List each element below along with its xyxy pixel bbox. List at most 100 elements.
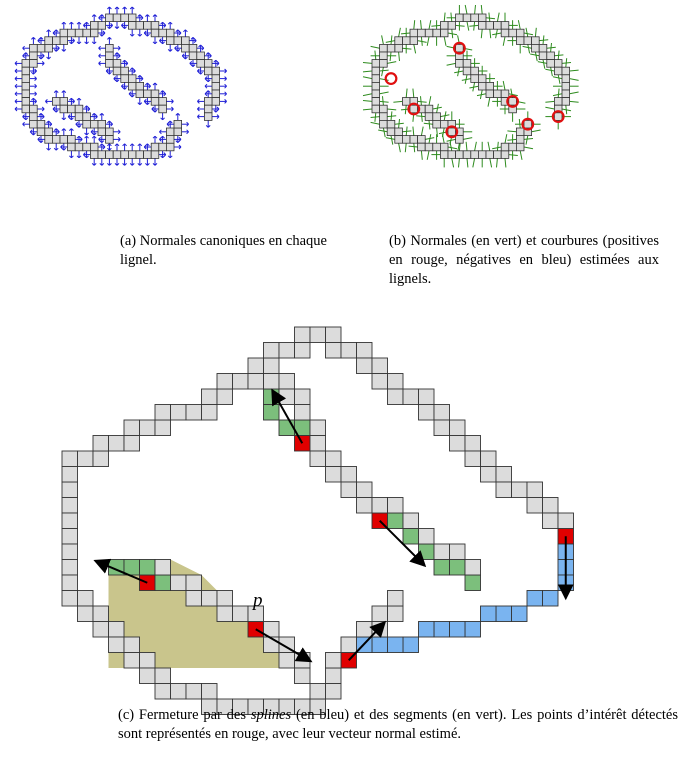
estimated-normal-vector [474,4,476,15]
normal-arrowhead [160,155,165,159]
spline-closure-cell [449,621,466,638]
estimated-normal-vector [466,21,470,31]
estimated-normal-vector [519,150,523,160]
pixel-cell [464,559,481,576]
normal-arrowhead [145,163,150,166]
estimated-normal-vector [436,103,439,113]
estimated-normal-vector [474,141,477,151]
pixel-cell [500,142,510,152]
normal-arrowhead [22,45,25,51]
pixel-cell [455,135,464,144]
normal-arrowhead [205,90,211,93]
normal-arrowhead [114,52,120,55]
estimated-normal-vector [525,135,529,145]
pixel-cell [29,112,38,121]
normal-arrowhead [205,52,211,55]
pixel-cell [173,127,182,136]
pixel-cell [203,104,213,114]
normal-arrowhead [76,155,82,159]
normal-arrowhead [178,144,182,150]
positive-curvature-marker [384,72,398,86]
normal-arrowhead [23,52,29,55]
pixel-cell [203,66,213,76]
normal-arrowhead [102,30,106,36]
pixel-cell [108,435,125,452]
normal-arrowhead [137,33,143,37]
estimated-normal-vector [381,67,384,77]
pixel-cell [554,66,563,76]
normal-arrowhead [31,97,36,101]
caption-b: (b) Normales (en vert) et courbures (pos… [389,233,659,287]
estimated-normal-vector [443,111,447,121]
estimated-normal-vector [508,93,518,97]
pixel-cell [495,466,512,483]
pixel-cell [181,44,190,53]
normal-arrowhead [29,129,33,135]
pixel-cell [325,683,342,700]
pixel-cell [92,605,109,622]
estimated-normal-vector [496,158,498,168]
pixel-cell [449,419,466,436]
pixel-cell [387,497,404,514]
pixel-cell [247,605,264,622]
pixel-cell [516,36,525,45]
estimated-normal-vector [378,129,388,133]
normal-arrowhead [186,129,189,135]
normal-arrowhead [137,163,143,166]
normal-arrowhead [121,23,124,28]
estimated-normal-vector [412,88,415,98]
pixel-cell [340,342,357,359]
spline-closure-cell [542,590,559,607]
segment-closure-cell [418,543,435,560]
pixel-cell [127,82,137,91]
normal-arrowhead [84,132,89,136]
pixel-cell [356,357,373,374]
pixel-cell [409,28,418,38]
normal-arrowhead [113,76,117,81]
estimated-normal-vector [542,35,545,45]
pixel-cell [120,74,129,83]
normal-arrowhead [205,125,211,128]
pixel-cell [439,21,449,30]
pixel-cell [74,142,84,152]
normal-arrowhead [46,120,51,124]
caption-a: (a) Normales canoniques en chaque lignel… [120,233,327,268]
pixel-cell [379,112,388,121]
segment-closure-cell [154,574,171,591]
pixel-cell [112,66,122,76]
segment-closure-cell [433,559,450,576]
normal-arrowhead [198,44,203,48]
spline-closure-cell [433,621,450,638]
normal-arrowhead [129,163,135,166]
pixel-cell [185,574,202,591]
estimated-normal-vector [542,59,546,69]
pixel-cell [418,528,435,545]
pixel-cell [561,66,570,76]
estimated-normal-vector [492,32,502,36]
pixel-cell [170,683,187,700]
pixel-cell [371,97,380,106]
normal-arrowhead [128,91,132,97]
estimated-normal-vector [381,35,384,45]
normal-arrowhead [167,155,173,159]
normal-arrowhead [224,83,227,89]
normal-arrowhead [45,99,48,104]
pixel-cell [90,28,99,38]
normal-arrowhead [67,114,71,119]
pixel-cell [309,435,326,452]
estimated-normal-vector [420,126,424,136]
estimated-normal-vector [550,67,553,77]
pixel-cell [165,36,175,45]
estimated-normal-vector [507,130,517,133]
pixel-cell [185,590,202,607]
normal-arrowhead [61,21,67,25]
pixel-cell [29,44,38,53]
normal-arrowhead [14,106,18,112]
pixel-cell [120,150,129,159]
pixel-cell [127,13,137,22]
normal-arrowhead [160,90,165,93]
normal-arrowhead [84,41,89,45]
normal-arrowhead [14,99,18,104]
pixel-cell [516,142,525,152]
panel-c-closure [61,326,574,715]
